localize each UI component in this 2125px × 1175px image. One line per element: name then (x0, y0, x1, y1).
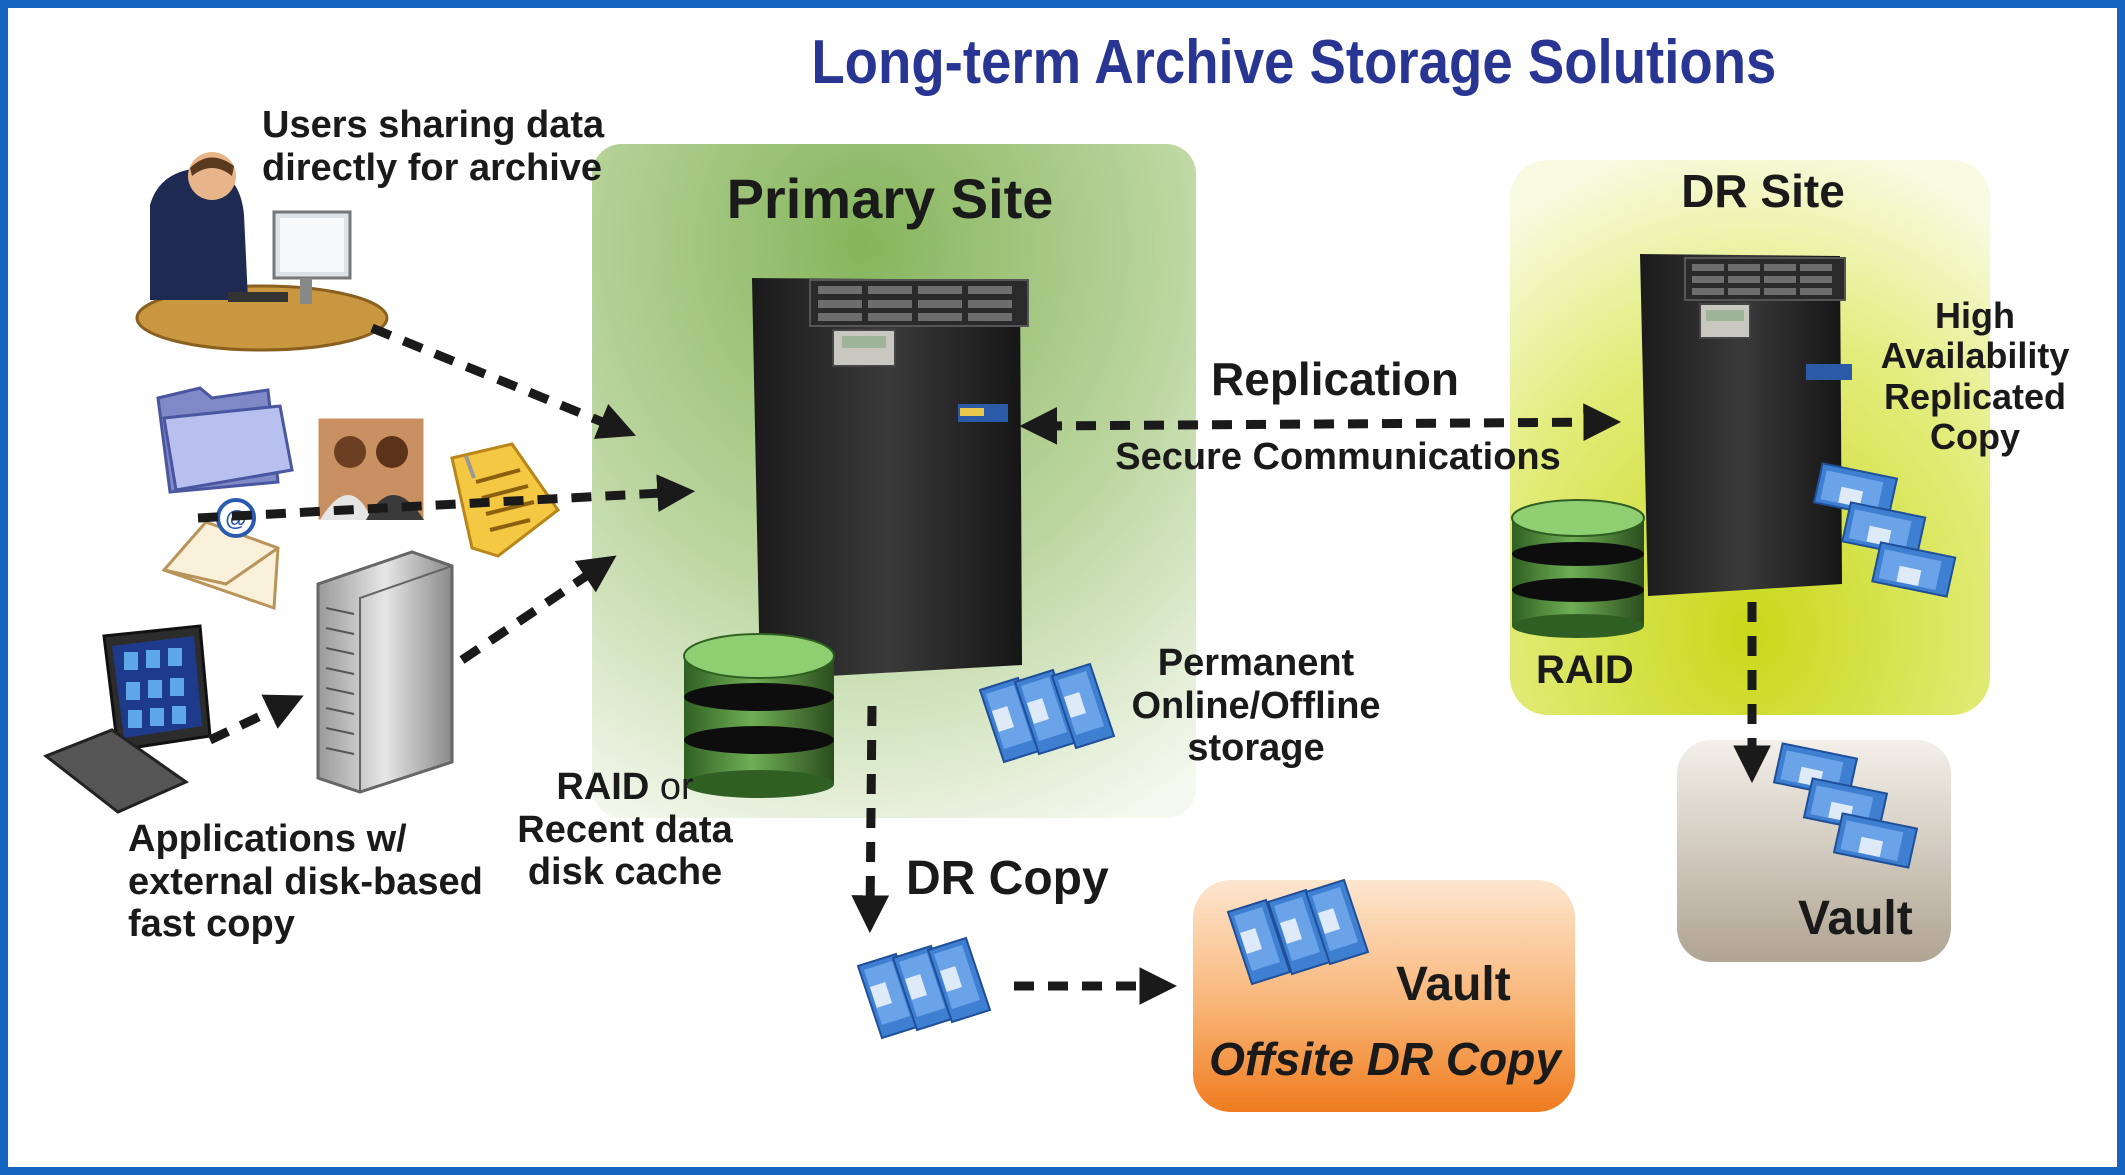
email-icon: @ (161, 498, 280, 611)
tape-cartridge-icon (857, 937, 991, 1039)
storage-tower-icon (1640, 254, 1852, 596)
server-rack-icon (316, 550, 454, 794)
workstation-icon (43, 624, 212, 814)
storage-tower-icon (752, 278, 1029, 680)
dr-vault-label: Vault (1798, 892, 1913, 945)
secure-communications-label: Secure Communications (1115, 436, 1561, 478)
primary-site-title: Primary Site (726, 167, 1054, 230)
dr-raid-label: RAID (1536, 648, 1634, 692)
raid-cache-label: RAID or Recent data disk cache (517, 766, 733, 894)
offsite-dr-copy-label: Offsite DR Copy (1209, 1033, 1561, 1085)
vault-label: Vault (1396, 958, 1511, 1011)
folder-icon (156, 386, 294, 494)
dashed-arrow-icon (197, 323, 1771, 1005)
replication-label: Replication (1211, 353, 1459, 405)
dr-copy-label: DR Copy (906, 852, 1109, 905)
user-at-desk-icon (135, 152, 389, 352)
raid-disk-icon (1511, 499, 1645, 638)
raid-disk-icon (683, 633, 835, 798)
dr-site-title: DR Site (1681, 165, 1845, 217)
